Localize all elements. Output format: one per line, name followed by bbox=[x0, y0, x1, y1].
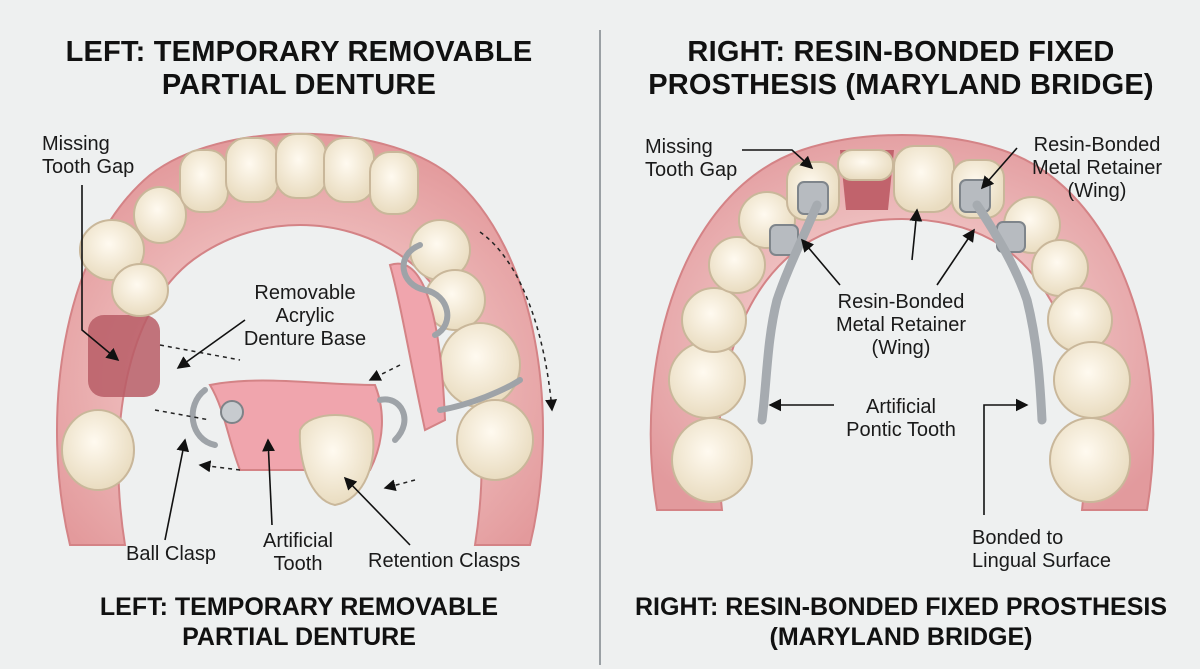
left-caption: LEFT: TEMPORARY REMOVABLE PARTIAL DENTUR… bbox=[0, 592, 598, 652]
ball-clasp-ball bbox=[220, 400, 244, 424]
lingual-line2: Lingual Surface bbox=[972, 550, 1111, 572]
metal-frame bbox=[757, 200, 1047, 425]
artificial-line1: Artificial bbox=[262, 530, 333, 552]
artificial-line2: Tooth bbox=[273, 553, 323, 575]
pontic-label: Artificial Pontic Tooth bbox=[826, 396, 976, 442]
right-panel: RIGHT: RESIN-BONDED FIXED PROSTHESIS (MA… bbox=[602, 0, 1200, 669]
right-caption: RIGHT: RESIN-BONDED FIXED PROSTHESIS (MA… bbox=[602, 592, 1200, 652]
acrylic-line1: Removable bbox=[254, 282, 356, 304]
retention-clasps-label: Retention Clasps bbox=[368, 550, 521, 572]
artificial-tooth-label: Artificial Tooth bbox=[238, 530, 358, 576]
retainer-top-label: Resin-Bonded Metal Retainer (Wing) bbox=[1022, 134, 1172, 203]
retainer-mid-line1: Resin-Bonded bbox=[837, 291, 965, 313]
retainer-top-line1: Resin-Bonded bbox=[1033, 134, 1161, 156]
pontic-line2: Pontic Tooth bbox=[846, 419, 956, 441]
left-title-line1: LEFT: TEMPORARY REMOVABLE bbox=[65, 36, 533, 68]
retainer-mid-label: Resin-Bonded Metal Retainer (Wing) bbox=[826, 291, 976, 360]
retainer-top-line3: (Wing) bbox=[1067, 180, 1127, 202]
retainer-mid-line3: (Wing) bbox=[871, 337, 931, 359]
upper-teeth bbox=[61, 133, 534, 491]
acrylic-side bbox=[388, 262, 447, 432]
left-panel: LEFT: TEMPORARY REMOVABLE PARTIAL DENTUR… bbox=[0, 0, 598, 669]
left-title: LEFT: TEMPORARY REMOVABLE PARTIAL DENTUR… bbox=[0, 36, 598, 102]
right-title-line1: RIGHT: RESIN-BONDED FIXED bbox=[687, 36, 1115, 68]
left-caption-line2: PARTIAL DENTURE bbox=[182, 623, 416, 651]
right-title-line2: PROSTHESIS (MARYLAND BRIDGE) bbox=[648, 69, 1154, 101]
left-title-line2: PARTIAL DENTURE bbox=[161, 69, 437, 101]
left-caption-line1: LEFT: TEMPORARY REMOVABLE bbox=[99, 593, 499, 621]
left-missing-gap-label: Missing Tooth Gap bbox=[42, 133, 134, 179]
acrylic-base-label: Removable Acrylic Denture Base bbox=[235, 282, 375, 351]
retainer-top-line2: Metal Retainer bbox=[1031, 157, 1163, 179]
left-missing-gap-line1: Missing bbox=[42, 133, 110, 155]
lingual-line1: Bonded to bbox=[972, 527, 1064, 549]
right-missing-gap-label: Missing Tooth Gap bbox=[645, 136, 737, 182]
left-missing-gap-line2: Tooth Gap bbox=[42, 156, 135, 178]
right-missing-gap-line2: Tooth Gap bbox=[645, 159, 738, 181]
retainer-mid-line2: Metal Retainer bbox=[835, 314, 967, 336]
removable-denture-illustration bbox=[55, 132, 558, 546]
acrylic-line2: Acrylic bbox=[275, 305, 335, 327]
lingual-surface-label: Bonded to Lingual Surface bbox=[972, 527, 1111, 573]
artificial-tooth bbox=[298, 414, 375, 507]
ball-clasp-label: Ball Clasp bbox=[126, 543, 217, 565]
right-title: RIGHT: RESIN-BONDED FIXED PROSTHESIS (MA… bbox=[602, 36, 1200, 102]
metal-clasps bbox=[189, 242, 523, 448]
right-missing-gap-line1: Missing bbox=[645, 136, 713, 158]
maryland-bridge-illustration bbox=[649, 134, 1155, 515]
missing-gap bbox=[88, 315, 160, 397]
panel-divider bbox=[599, 30, 601, 665]
right-caption-line1: RIGHT: RESIN-BONDED FIXED PROSTHESIS bbox=[635, 593, 1167, 621]
pontic-line1: Artificial bbox=[865, 396, 936, 418]
acrylic-line3: Denture Base bbox=[243, 328, 367, 350]
right-caption-line2: (MARYLAND BRIDGE) bbox=[769, 623, 1033, 651]
